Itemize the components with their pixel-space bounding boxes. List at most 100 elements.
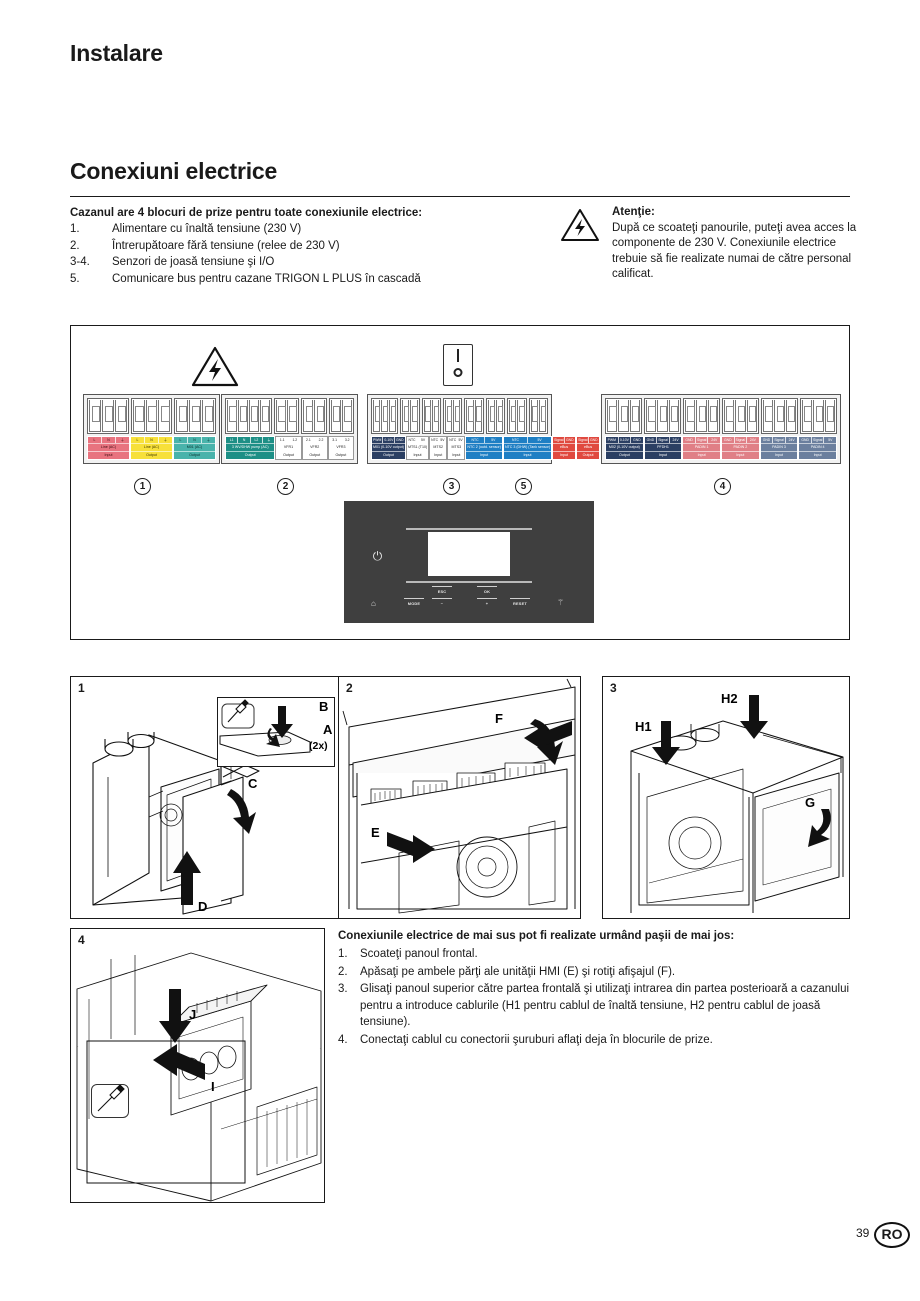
pin-label: Signal xyxy=(773,437,786,443)
connector-pin xyxy=(685,400,696,432)
pin-label: ⏚ xyxy=(120,438,125,442)
pin-label: L xyxy=(131,437,145,443)
pin-label: ⏚ xyxy=(206,438,211,442)
terminal-group-direction: Input xyxy=(448,451,465,459)
intro-item: 2.Întrerupătoare fără tensiune (relee de… xyxy=(70,238,540,255)
photo-1-callout-c: C xyxy=(248,776,258,791)
connector-pin xyxy=(746,400,757,432)
connector-pin xyxy=(607,400,618,432)
hmi-button-mode[interactable]: MODE xyxy=(402,601,426,606)
intro-item-text: Comunicare bus pentru cazane TRIGON L PL… xyxy=(112,272,421,285)
pin-label: L1 xyxy=(226,437,239,443)
boiler-illustration-1 xyxy=(92,732,312,915)
pin-label: 5V xyxy=(421,438,426,442)
intro-item-number: 3-4. xyxy=(70,256,90,268)
hmi-button-reset[interactable]: RESET xyxy=(507,601,533,606)
terminal-group-direction: Input xyxy=(683,451,721,459)
block-marker-1: 1 xyxy=(134,478,151,495)
photo-index-3: 3 xyxy=(610,681,617,695)
terminal-group-direction: Input xyxy=(88,451,129,459)
connector-pin xyxy=(132,400,145,432)
connector-pin xyxy=(373,400,381,432)
connector-pin xyxy=(189,400,202,432)
connector-pin xyxy=(517,400,525,432)
hmi-top-bar xyxy=(406,528,532,530)
photo-2-callout-e: E xyxy=(371,825,380,840)
page-title: Instalare xyxy=(70,40,163,66)
connector-pin xyxy=(474,400,483,432)
terminal-group-direction: Input xyxy=(553,451,576,459)
pin-label: 24V xyxy=(749,438,756,442)
photo-index-1: 1 xyxy=(78,681,85,695)
hmi-button-minus[interactable]: − xyxy=(432,601,452,606)
connector-comb xyxy=(273,398,300,434)
terminal-group-name: M01 (AC) xyxy=(174,443,215,451)
terminal-group-direction: Input xyxy=(406,451,429,459)
pin-label: PWM xyxy=(372,437,384,443)
terminal-group-name: NTC 3 (DHW) (Tank sensor) xyxy=(503,443,552,449)
attention-box: Atenţie: După ce scoateţi panourile, put… xyxy=(560,205,860,283)
terminal-group-direction: Output xyxy=(226,451,275,459)
attention-title: Atenţie: xyxy=(612,206,655,218)
intro-item: 1.Alimentare cu înaltă tensiune (230 V) xyxy=(70,221,540,238)
pin-label: Signal xyxy=(812,437,825,443)
connector-pin xyxy=(402,400,410,432)
pin-label: L xyxy=(88,437,102,443)
terminal-group-direction: Output xyxy=(276,451,301,459)
power-icon[interactable]: ⏻ xyxy=(372,549,383,563)
connector-pin xyxy=(275,400,286,432)
pin-label: Signal xyxy=(554,437,565,443)
terminal-group-name: 3 WV/DHW pump (AC) xyxy=(226,443,275,451)
intro-item-text: Senzori de joasă tensiune şi I/O xyxy=(112,256,275,268)
steps-list: 1.Scoateţi panoul frontal.2.Apăsaţi pe a… xyxy=(338,946,850,1048)
photo-index-4: 4 xyxy=(78,933,85,947)
photo-3-callout-h2: H2 xyxy=(721,691,738,706)
connector-comb xyxy=(174,398,217,434)
terminal-group-direction: Input xyxy=(722,451,759,459)
connector-comb xyxy=(683,398,720,434)
pin-label: Signal xyxy=(578,437,589,443)
power-switch-icon[interactable] xyxy=(443,344,473,386)
intro-item-text: Întrerupătoare fără tensiune (relee de 2… xyxy=(112,239,340,252)
connector-pin xyxy=(813,400,824,432)
intro-item: 5.Comunicare bus pentru cazane TRIGON L … xyxy=(70,271,540,288)
connector-pin xyxy=(423,400,431,432)
terminal-group-name: eBus xyxy=(553,443,576,451)
connector-comb xyxy=(371,398,399,434)
connector-pin xyxy=(668,400,679,432)
connector-pin xyxy=(287,400,298,432)
step-item: 3.Glisaţi panoul superior către partea f… xyxy=(338,981,850,1031)
connector-pin xyxy=(530,400,539,432)
hmi-button-ok[interactable]: OK xyxy=(477,589,497,594)
step-item: 1.Scoateţi panoul frontal. xyxy=(338,946,850,963)
hmi-button-esc[interactable]: ESC xyxy=(432,589,452,594)
connector-comb xyxy=(485,398,506,434)
connector-comb xyxy=(421,398,441,434)
photo-step-1: 1 xyxy=(70,676,345,919)
connector-pin xyxy=(381,400,389,432)
connector-pin xyxy=(248,400,259,432)
section-title: Conexiuni electrice xyxy=(70,158,278,184)
terminal-group-direction: Output xyxy=(328,451,354,459)
connector-comb xyxy=(130,398,173,434)
photo-3-callout-g: G xyxy=(805,795,816,810)
pin-label: GND xyxy=(683,437,696,443)
photo-step-3: 3 H1 H2 xyxy=(602,676,850,919)
hmi-button-plus[interactable]: + xyxy=(477,601,497,606)
connector-pin xyxy=(707,400,718,432)
terminal-group-direction: Output xyxy=(174,451,215,459)
pin-label: Signal xyxy=(696,437,709,443)
photo-1-callout-b: B xyxy=(319,699,329,714)
pin-label: NTC xyxy=(504,437,529,443)
